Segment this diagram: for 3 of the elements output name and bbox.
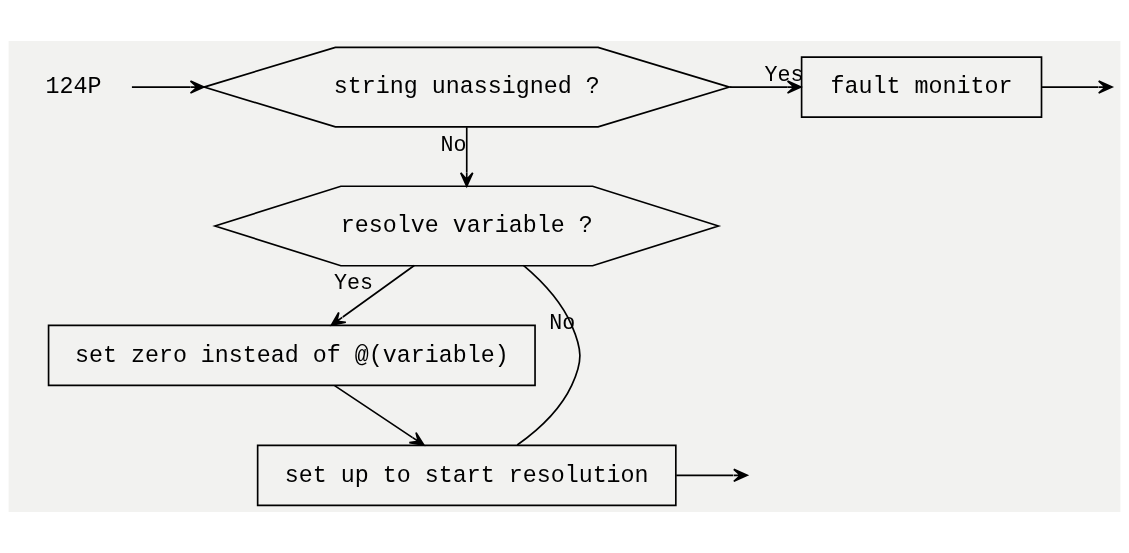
edge-label: Yes — [334, 271, 374, 297]
node-text: 124P — [45, 74, 102, 101]
edge-label: No — [440, 132, 467, 158]
